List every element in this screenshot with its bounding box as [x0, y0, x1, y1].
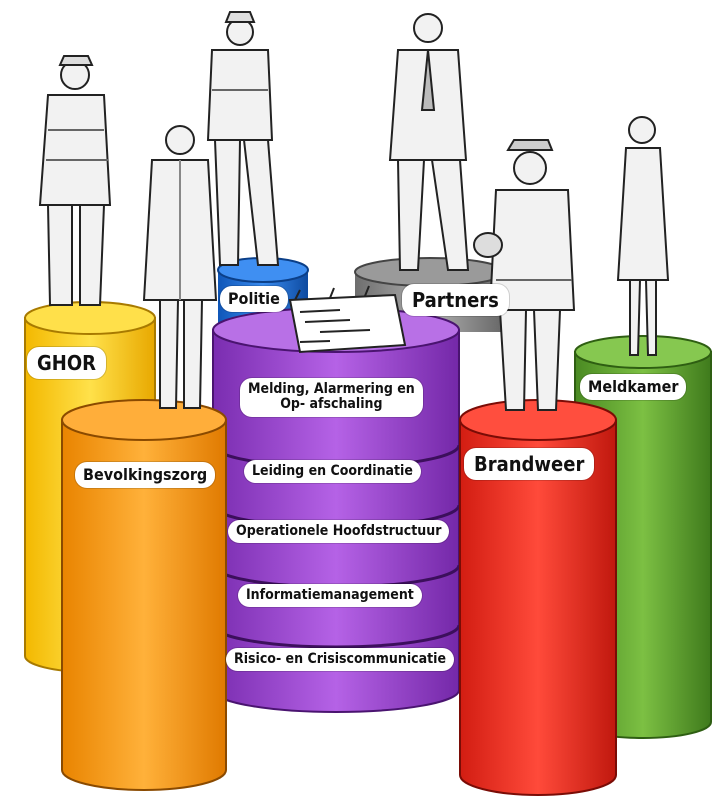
- brandweer-label: Brandweer: [464, 448, 595, 480]
- politie-officer-figure: [206, 11, 280, 266]
- layer-leiding-label: Leiding en Coordinatie: [244, 460, 421, 484]
- calendar-icon: [288, 285, 407, 354]
- bevolkingszorg-label: Bevolkingszorg: [75, 462, 216, 488]
- partners-label: Partners: [402, 284, 509, 316]
- meldkamer-operator-figure: [616, 116, 670, 356]
- layer-crisiscommunicatie-label: Risico- en Crisiscommunicatie: [226, 648, 454, 672]
- meldkamer-label: Meldkamer: [580, 374, 687, 400]
- ghor-paramedic-figure: [38, 55, 112, 306]
- brandweer-pillar: [459, 399, 617, 796]
- ghor-label: GHOR: [27, 347, 106, 379]
- layer-melding-line1: Melding, Alarmering en: [248, 381, 415, 397]
- firefighter-figure: [473, 139, 576, 411]
- layer-melding-line2: Op- afschaling: [280, 396, 383, 413]
- partners-businessman-figure: [388, 13, 470, 271]
- doctor-figure: [142, 125, 218, 409]
- layer-ohs-label: Operationele Hoofdstructuur: [228, 520, 450, 544]
- bevolkingszorg-pillar: [61, 399, 227, 791]
- politie-label: Politie: [220, 286, 288, 312]
- layer-melding-label: Melding, Alarmering en Op- afschaling: [240, 378, 423, 417]
- layer-informatiemanagement-label: Informatiemanagement: [238, 584, 422, 608]
